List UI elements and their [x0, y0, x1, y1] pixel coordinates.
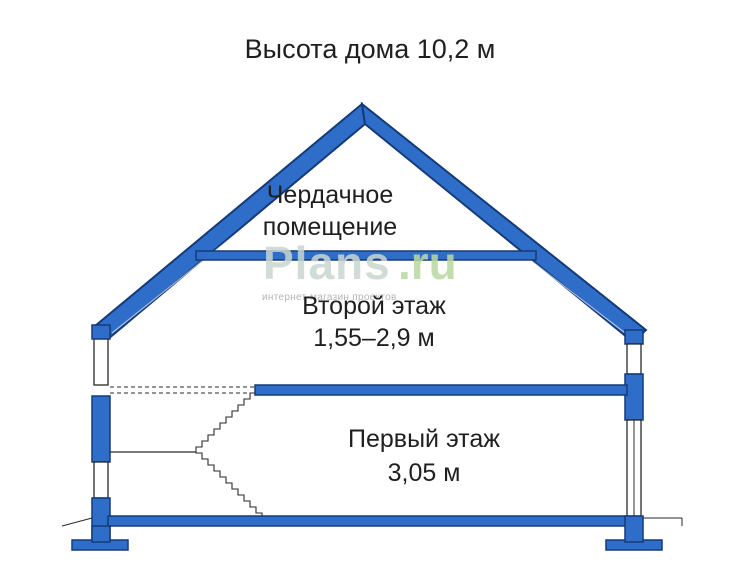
- watermark-tagline: интернет-магазин проектов: [262, 292, 397, 303]
- house-height-title: Высота дома 10,2 м: [244, 34, 496, 64]
- right-wall-cap: [624, 329, 644, 345]
- second-floor-height: 1,55–2,9 м: [313, 324, 435, 352]
- second-floor-label: Второй этаж: [302, 292, 446, 320]
- first-floor-height: 3,05 м: [387, 459, 461, 487]
- right-wall-upper: [626, 343, 642, 375]
- left-wall-cap: [91, 324, 111, 340]
- left-wall-block-1: [91, 395, 111, 463]
- watermark-brand: Plans: [263, 237, 391, 289]
- foundation-left-post: [91, 525, 111, 543]
- attic-beam: [195, 250, 537, 261]
- foundation-right-post: [624, 515, 644, 543]
- ground-floor-slab: [107, 515, 628, 527]
- ground-line-left: [61, 517, 93, 527]
- second-floor-slab: [254, 384, 628, 396]
- right-wall-block: [624, 373, 644, 421]
- first-floor-label: Первый этаж: [348, 425, 500, 453]
- staircase: [195, 392, 263, 516]
- roof-inner-line: [111, 131, 630, 337]
- attic-label-line1: Чердачное: [266, 181, 394, 209]
- attic-label-line2: помещение: [262, 213, 398, 241]
- watermark-tld: .ru: [398, 237, 457, 289]
- left-wall-window-gap: [93, 461, 109, 499]
- left-wall-upper: [93, 334, 109, 386]
